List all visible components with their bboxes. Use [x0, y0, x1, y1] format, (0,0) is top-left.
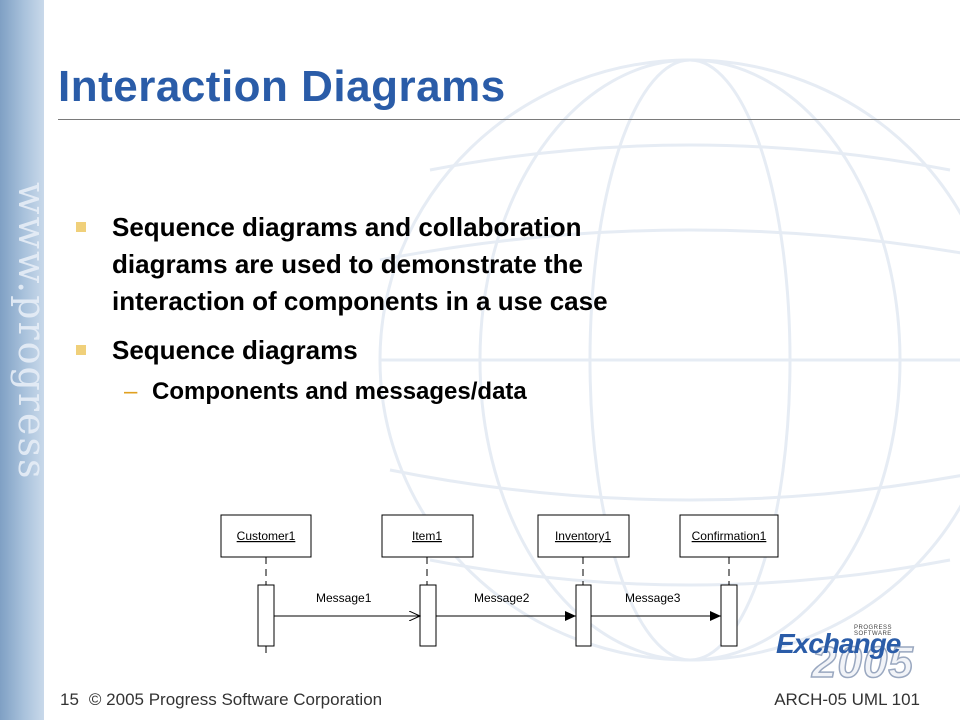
bullet-1-line-2: diagrams are used to demonstrate the [112, 249, 584, 279]
page-number: 15 [60, 690, 79, 709]
logo-small-text: PROGRESS SOFTWARE [854, 625, 893, 637]
slide-title: Interaction Diagrams [58, 62, 506, 111]
object-confirmation1: Confirmation1 [679, 514, 779, 558]
logo-main-text: Exchange [776, 628, 901, 659]
object-label-customer1: Customer1 [237, 529, 296, 543]
footer-left: 15 © 2005 Progress Software Corporation [60, 690, 392, 710]
bullet-1-line-3: interaction of components in a use case [112, 286, 608, 316]
activation-confirmation1 [720, 584, 738, 647]
message-label-2: Message2 [474, 591, 530, 605]
bullet-marker [76, 222, 86, 232]
activation-item1 [419, 584, 437, 647]
bullet-1-line-1: Sequence diagrams and collaboration [112, 212, 582, 242]
activation-customer1 [257, 584, 275, 647]
bullet-marker [76, 345, 86, 355]
message-label-3: Message3 [625, 591, 681, 605]
object-customer1: Customer1 [220, 514, 312, 558]
bullet-2: Sequence diagrams [112, 332, 358, 369]
message-1: Message1 [274, 591, 420, 616]
lifelines [265, 557, 730, 655]
bullet-1: Sequence diagrams and collaboration diag… [112, 209, 608, 320]
message-label-1: Message1 [316, 591, 372, 605]
message-3: Message3 [591, 591, 721, 621]
course-code: ARCH-05 UML 101 [774, 690, 920, 709]
object-inventory1: Inventory1 [537, 514, 630, 558]
sub-bullet: Components and messages/data [152, 378, 527, 405]
left-decorative-bar: www.progress [0, 0, 54, 720]
object-item1: Item1 [381, 514, 474, 558]
title-underline [58, 119, 960, 120]
exchange-2005-logo: 2005 PROGRESS SOFTWARE Exchange [776, 620, 926, 688]
object-label-confirmation1: Confirmation1 [692, 529, 767, 543]
bullet-2-line-1: Sequence diagrams [112, 335, 358, 365]
object-label-item1: Item1 [412, 529, 442, 543]
sub-bullet-marker: – [124, 378, 138, 405]
activation-inventory1 [575, 584, 592, 647]
object-label-inventory1: Inventory1 [555, 529, 611, 543]
copyright: © 2005 Progress Software Corporation [88, 690, 383, 709]
message-2: Message2 [436, 591, 576, 621]
